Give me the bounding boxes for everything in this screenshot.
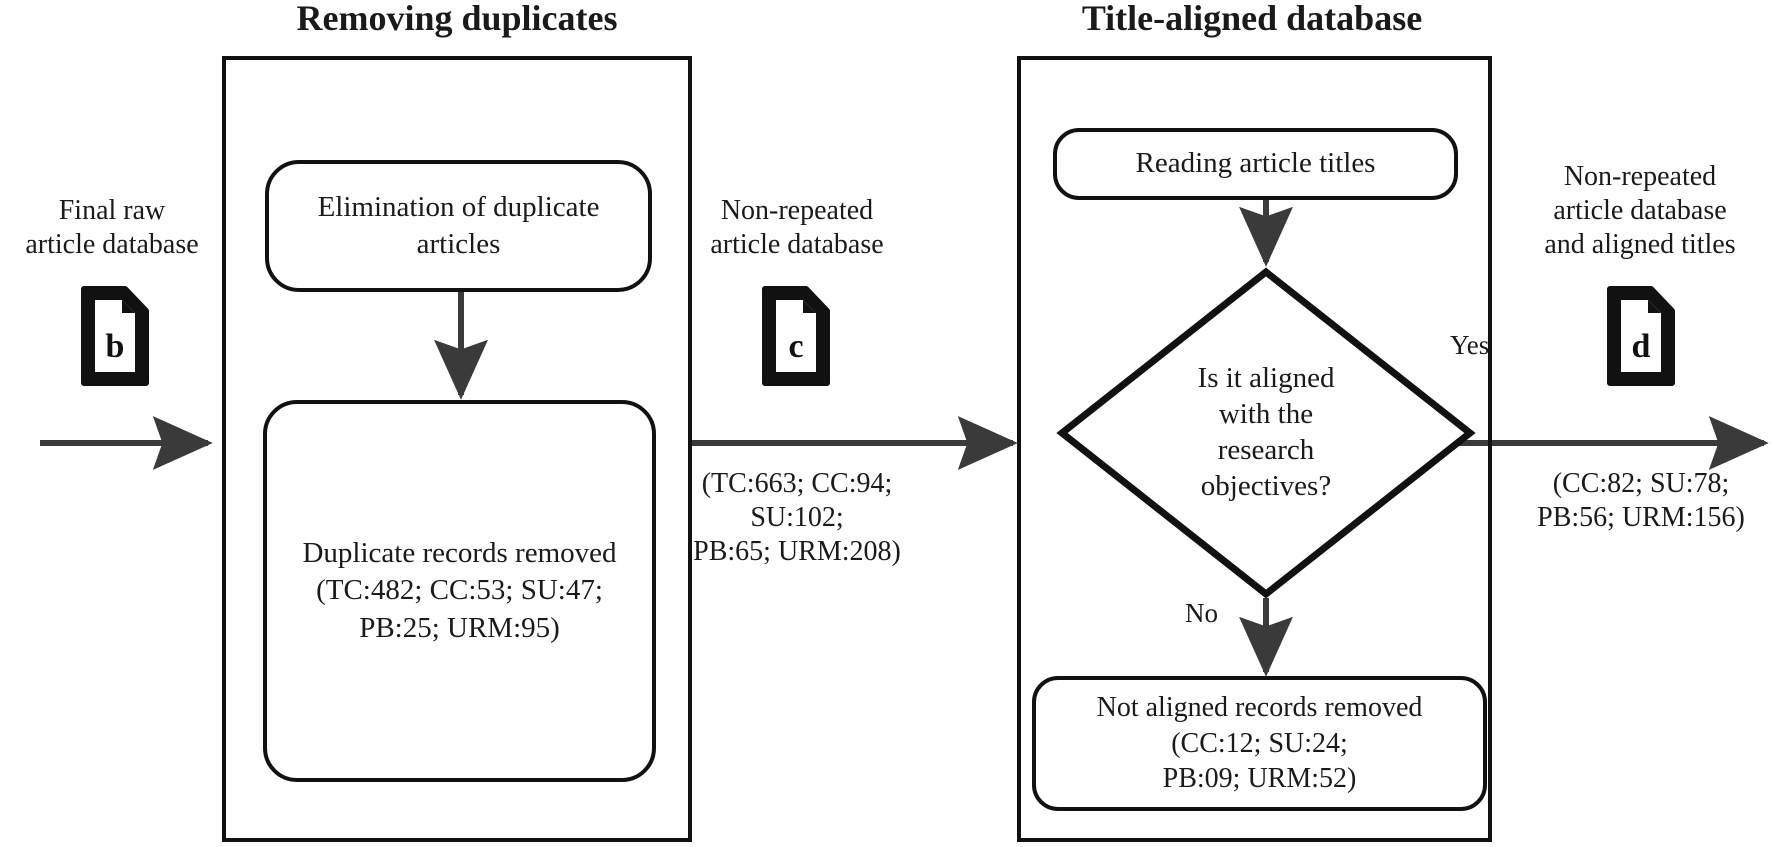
flow-middle-stats: (TC:663; CC:94; SU:102; PB:65; URM:208) <box>693 468 901 568</box>
process-reading-article-titles[interactable]: Reading article titles <box>1053 128 1458 200</box>
flow-input-caption: Final raw article database <box>25 195 199 261</box>
file-glyph <box>1607 286 1675 386</box>
decision-is-it-aligned[interactable]: Is it aligned with the research objectiv… <box>1056 267 1476 599</box>
stage1-title: Removing duplicates <box>296 0 618 38</box>
document-icon-b: b <box>78 286 152 386</box>
flow-middle-caption: Non-repeated article database <box>710 195 884 261</box>
flow-output-caption: Non-repeated article database and aligne… <box>1544 161 1736 261</box>
stage1-frame <box>222 56 692 842</box>
process-not-aligned-records-removed[interactable]: Not aligned records removed (CC:12; SU:2… <box>1032 676 1487 811</box>
flow-output-stats: (CC:82; SU:78; PB:56; URM:156) <box>1537 468 1745 534</box>
document-icon-d: d <box>1604 286 1678 386</box>
file-glyph <box>81 286 149 386</box>
process-duplicate-records-removed[interactable]: Duplicate records removed (TC:482; CC:53… <box>263 400 656 782</box>
stage2-frame <box>1017 56 1492 842</box>
stage2-title: Title-aligned database <box>1081 0 1423 38</box>
decision-yes-label: Yes <box>1450 330 1490 360</box>
decision-diamond-shape <box>1056 267 1476 599</box>
decision-no-label: No <box>1185 598 1218 628</box>
document-icon-c: c <box>759 286 833 386</box>
process-elimination-of-duplicate-articles[interactable]: Elimination of duplicate articles <box>265 160 652 292</box>
file-glyph <box>762 286 830 386</box>
